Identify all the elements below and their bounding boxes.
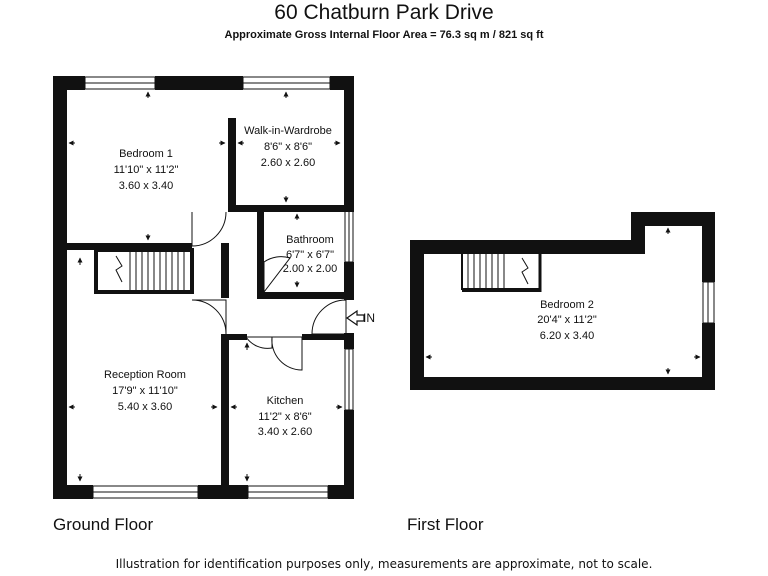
entrance-marker: IN: [345, 309, 375, 327]
room-name: Walk-in-Wardrobe: [244, 125, 332, 137]
room-metric-size: 3.60 x 3.40: [119, 180, 173, 192]
room-imperial-size: 11'2" x 8'6": [258, 411, 311, 423]
room-reception-room: Reception Room 17'9" x 11'10" 5.40 x 3.6…: [104, 369, 186, 413]
first-floor-windows: [702, 281, 715, 324]
room-walk-in-wardrobe: Walk-in-Wardrobe 8'6" x 8'6" 2.60 x 2.60: [244, 125, 332, 169]
room-metric-size: 2.60 x 2.60: [261, 157, 315, 169]
ground-floor-label: Ground Floor: [53, 515, 154, 534]
room-name: Bedroom 2: [540, 299, 594, 311]
room-bathroom: Bathroom 6'7" x 6'7" 2.00 x 2.00: [283, 234, 337, 275]
room-metric-size: 6.20 x 3.40: [540, 330, 594, 342]
room-imperial-size: 17'9" x 11'10": [112, 385, 178, 397]
room-kitchen: Kitchen 11'2" x 8'6" 3.40 x 2.60: [258, 395, 312, 438]
room-bedroom-2: Bedroom 2 20'4" x 11'2" 6.20 x 3.40: [537, 299, 597, 342]
room-metric-size: 3.40 x 2.60: [258, 426, 312, 438]
room-imperial-size: 8'6" x 8'6": [264, 141, 312, 153]
first-floor-dimension-arrows: [425, 227, 701, 375]
ground-floor-dimension-arrows: [68, 91, 343, 482]
room-imperial-size: 11'10" x 11'2": [114, 164, 179, 176]
ground-floor-plan: IN Bedroom 1 11'10" x 11'2" 3.60 x 3.40 …: [53, 76, 375, 499]
disclaimer-text: Illustration for identification purposes…: [115, 557, 653, 571]
ground-floor-staircase: [94, 248, 194, 294]
room-name: Reception Room: [104, 369, 186, 381]
first-floor-label: First Floor: [407, 515, 484, 534]
room-imperial-size: 6'7" x 6'7": [286, 249, 334, 261]
entrance-label: IN: [363, 311, 375, 325]
room-bedroom-1: Bedroom 1 11'10" x 11'2" 3.60 x 3.40: [114, 148, 179, 192]
room-name: Bathroom: [286, 234, 334, 246]
first-floor-plan: Bedroom 2 20'4" x 11'2" 6.20 x 3.40: [410, 212, 715, 390]
first-floor-staircase: [461, 254, 542, 292]
room-metric-size: 2.00 x 2.00: [283, 263, 337, 275]
plan-title: 60 Chatburn Park Drive: [274, 1, 494, 24]
ground-floor-exterior-walls: [53, 76, 354, 499]
ground-floor-windows: [84, 76, 354, 499]
ground-floor-interior-walls: [66, 118, 354, 494]
first-floor-walls: [410, 212, 715, 390]
ground-floor-doors: [191, 211, 347, 371]
room-name: Kitchen: [267, 395, 304, 407]
room-name: Bedroom 1: [119, 148, 173, 160]
room-imperial-size: 20'4" x 11'2": [537, 314, 597, 326]
floor-area-subtitle: Approximate Gross Internal Floor Area = …: [224, 29, 544, 41]
room-metric-size: 5.40 x 3.60: [118, 401, 172, 413]
